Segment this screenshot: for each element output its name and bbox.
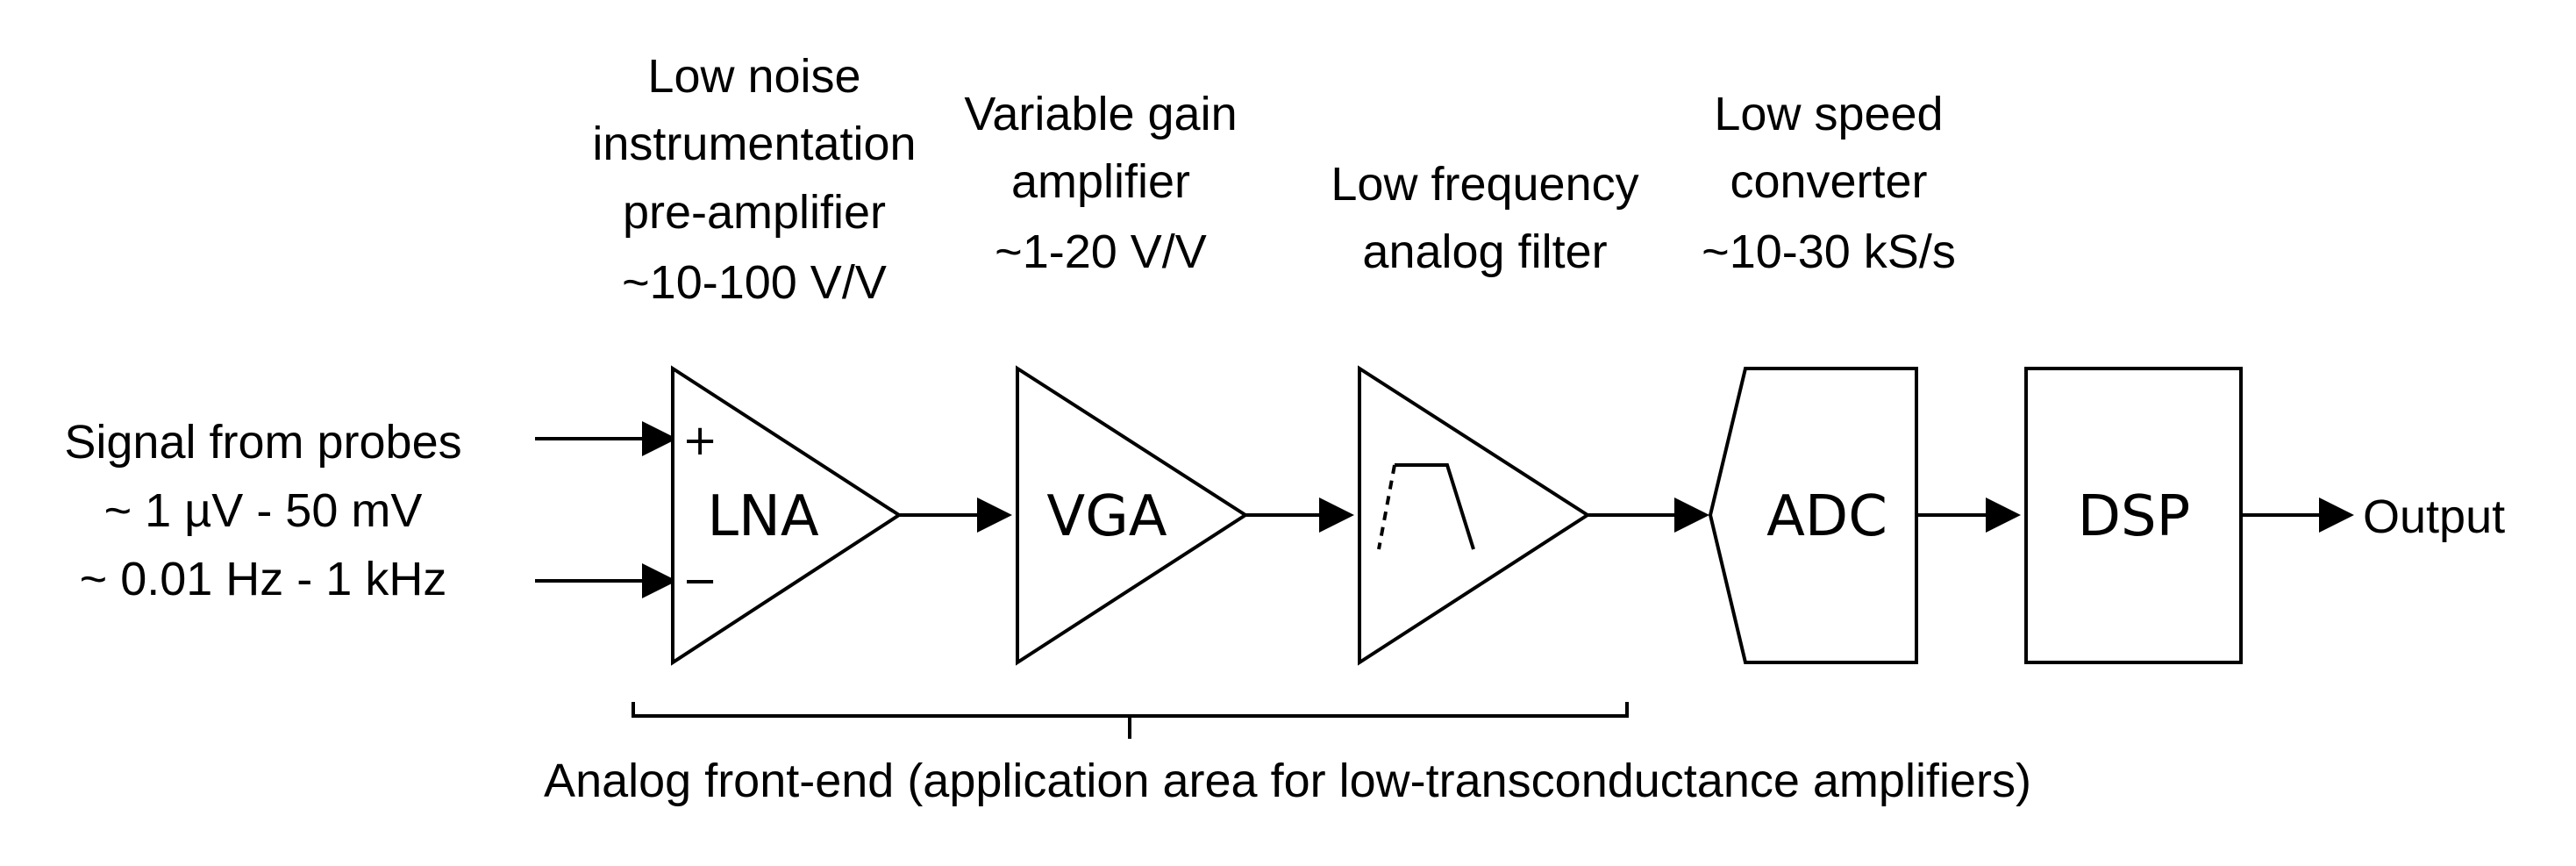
lna-title-line-1: Low noise: [647, 50, 860, 103]
vga-block-label: VGA: [1046, 484, 1167, 549]
filter-title-line-2: analog filter: [1362, 225, 1607, 278]
lna-title-line-3: pre-amplifier: [623, 186, 886, 239]
input-line-2: ~ 1 µV - 50 mV: [104, 484, 423, 537]
lna-plus-sign: +: [682, 416, 717, 465]
filter-title: Low frequency analog filter: [1331, 158, 1638, 278]
adc-title-line-3: ~10-30 kS/s: [1702, 225, 1956, 278]
adc-title-line-1: Low speed: [1714, 88, 1943, 140]
dsp-block-label: DSP: [2078, 484, 2191, 549]
lna-minus-sign: −: [682, 556, 717, 605]
input-line-1: Signal from probes: [64, 416, 461, 469]
lna-title-line-4: ~10-100 V/V: [622, 256, 887, 309]
filter-block: [1358, 365, 1591, 666]
vga-title-line-1: Variable gain: [964, 88, 1237, 140]
adc-title: Low speed converter ~10-30 kS/s: [1702, 88, 1956, 278]
bandpass-filter-icon: [1377, 463, 1475, 550]
lna-title: Low noise instrumentation pre-amplifier …: [592, 50, 916, 309]
front-end-bracket: [632, 702, 1629, 739]
adc-block: [1708, 367, 1918, 664]
lna-block-label: LNA: [707, 484, 819, 549]
lna-block: [671, 365, 903, 666]
input-signal-label: Signal from probes ~ 1 µV - 50 mV ~ 0.01…: [64, 416, 461, 605]
front-end-caption: Analog front-end (application area for l…: [544, 755, 2031, 807]
vga-title-line-2: amplifier: [1011, 155, 1190, 208]
filter-title-line-1: Low frequency: [1331, 158, 1638, 211]
lna-title-line-2: instrumentation: [592, 118, 916, 170]
input-line-3: ~ 0.01 Hz - 1 kHz: [80, 553, 447, 605]
vga-title-line-3: ~1-20 V/V: [995, 225, 1207, 278]
output-label: Output: [2363, 490, 2505, 543]
vga-title: Variable gain amplifier ~1-20 V/V: [964, 88, 1237, 278]
adc-block-label: ADC: [1766, 484, 1887, 549]
vga-block: [1016, 365, 1249, 666]
adc-title-line-2: converter: [1730, 155, 1927, 208]
